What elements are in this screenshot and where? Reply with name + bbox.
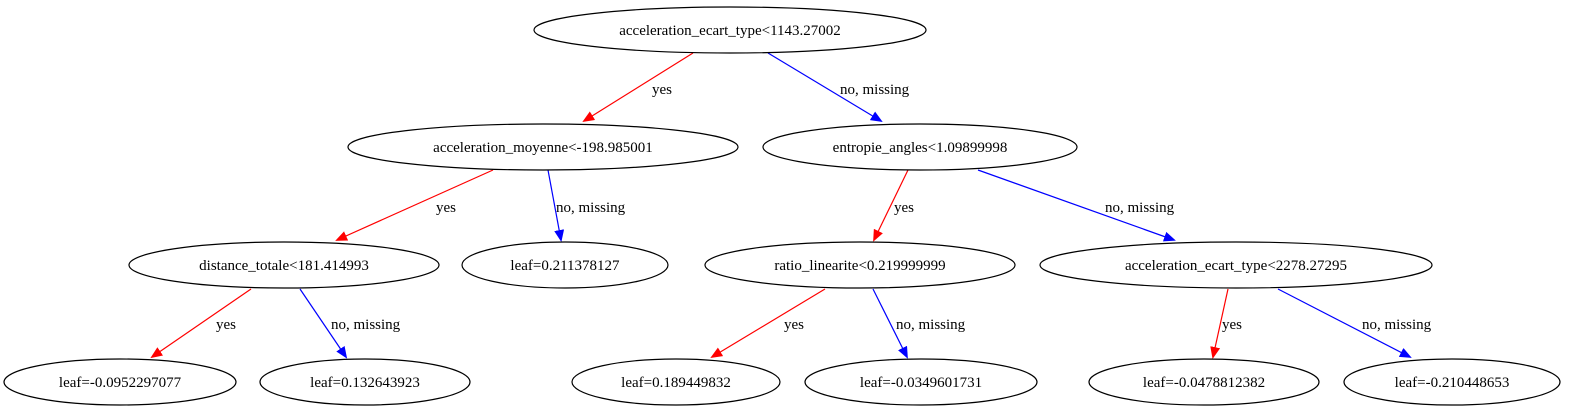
- node-label: acceleration_ecart_type<1143.27002: [619, 23, 841, 39]
- edge-label-e3-8: no, missing: [331, 317, 401, 333]
- tree-leaf-n11: leaf=-0.0478812382: [1088, 358, 1320, 406]
- edge-labels: yes no, missing yes no, missing yes no, …: [216, 82, 1432, 333]
- edge-n3-n8-no: [299, 288, 348, 359]
- edge-label-e6-12: no, missing: [1362, 317, 1432, 333]
- leaf-label: leaf=0.211378127: [510, 258, 620, 274]
- edge-label-e2-5: yes: [894, 200, 914, 216]
- edge-n1-n3-yes: [335, 169, 494, 241]
- edge-n0-n1-yes: [582, 52, 694, 123]
- tree-node-n3: distance_totale<181.414993: [128, 241, 440, 289]
- edge-label-e1-3: yes: [436, 200, 456, 216]
- leaf-label: leaf=0.189449832: [621, 375, 731, 391]
- edge-n0-n2-no: [767, 52, 883, 123]
- edge-label-e6-11: yes: [1222, 317, 1242, 333]
- edge-n2-n5-yes: [873, 169, 909, 242]
- edge-n6-n12-no: [1277, 288, 1412, 358]
- tree-leaf-n10: leaf=-0.0349601731: [804, 358, 1038, 406]
- leaf-label: leaf=-0.0478812382: [1143, 375, 1265, 391]
- edge-label-e5-9: yes: [784, 317, 804, 333]
- edge-n2-n6-no: [977, 169, 1176, 242]
- node-label: acceleration_ecart_type<2278.27295: [1125, 258, 1347, 274]
- edge-n3-n7-yes: [150, 288, 252, 359]
- leaf-label: leaf=-0.0349601731: [860, 375, 982, 391]
- edge-n5-n9-yes: [710, 288, 826, 359]
- edge-label-e2-6: no, missing: [1105, 200, 1175, 216]
- edge-label-e3-7: yes: [216, 317, 236, 333]
- tree-node-n5: ratio_linearite<0.219999999: [704, 241, 1016, 289]
- edge-label-e5-10: no, missing: [896, 317, 966, 333]
- tree-leaf-n12: leaf=-0.210448653: [1343, 358, 1561, 406]
- edge-n1-n4-no: [547, 169, 565, 242]
- tree-node-n2: entropie_angles<1.09899998: [762, 123, 1078, 171]
- tree-node-n6: acceleration_ecart_type<2278.27295: [1039, 241, 1433, 289]
- leaf-label: leaf=-0.0952297077: [59, 375, 182, 391]
- edge-label-e1-4: no, missing: [556, 200, 626, 216]
- tree-node-root: acceleration_ecart_type<1143.27002: [533, 6, 927, 54]
- leaf-label: leaf=0.132643923: [310, 375, 420, 391]
- tree-leaf-n8: leaf=0.132643923: [259, 358, 471, 406]
- leaf-label: leaf=-0.210448653: [1395, 375, 1510, 391]
- edge-label-e0-2: no, missing: [840, 82, 910, 98]
- edge-label-e0-1: yes: [652, 82, 672, 98]
- tree-node-n1: acceleration_moyenne<-198.985001: [347, 123, 739, 171]
- tree-leaf-n4: leaf=0.211378127: [461, 241, 669, 289]
- node-label: ratio_linearite<0.219999999: [774, 258, 945, 274]
- edge-n6-n11-yes: [1210, 288, 1229, 359]
- tree-leaf-n7: leaf=-0.0952297077: [3, 358, 237, 406]
- node-label: entropie_angles<1.09899998: [833, 140, 1008, 156]
- node-label: distance_totale<181.414993: [199, 258, 369, 274]
- tree-leaf-n9: leaf=0.189449832: [571, 358, 781, 406]
- edge-n5-n10-no: [872, 288, 908, 359]
- node-label: acceleration_moyenne<-198.985001: [433, 140, 653, 156]
- edges: [150, 52, 1412, 359]
